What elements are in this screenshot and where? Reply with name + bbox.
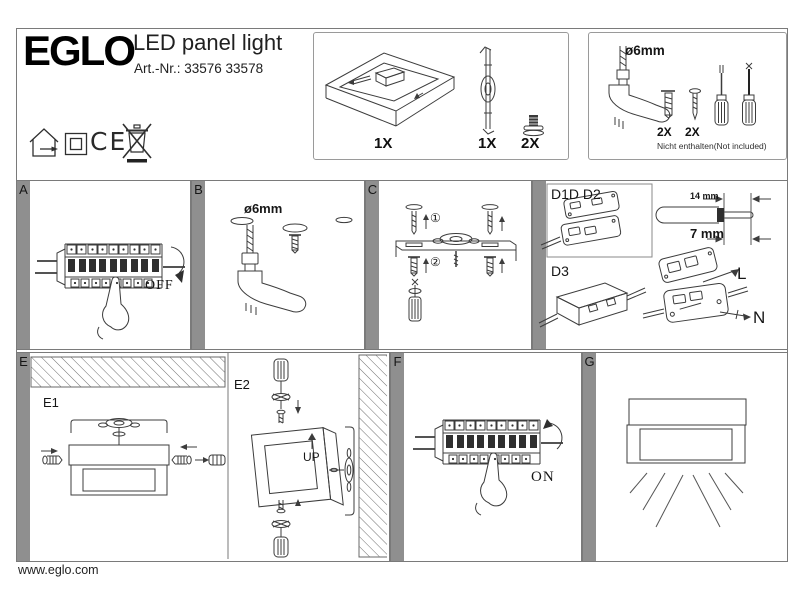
orientation-up-label: UP: [303, 450, 320, 464]
tools-drawing: [608, 46, 756, 129]
class-2-icon: [64, 132, 88, 156]
power-off-label: OFF: [145, 278, 174, 293]
step-panel-c: C: [365, 180, 532, 350]
substep-e2-label: E2: [234, 377, 250, 392]
bracket-qty: 1X: [478, 135, 497, 152]
step-c-label-bar: C: [366, 181, 379, 349]
not-included-note: Nicht enthalten(Not included): [657, 141, 767, 151]
drill-diameter-label-b: ø6mm: [244, 201, 283, 216]
indoor-use-icon: [29, 128, 59, 157]
bracket-mounting-drawing: [395, 204, 517, 322]
included-parts-box: 1X 1X 2X: [313, 32, 569, 160]
wiring-connector-drawing: [538, 183, 771, 328]
step-d-label-bar: [533, 181, 546, 349]
panel-qty: 1X: [374, 135, 393, 152]
step-e-label-bar: E: [17, 353, 30, 561]
step-c-letter: C: [367, 182, 378, 197]
step-f-label-bar: F: [391, 353, 404, 561]
step-panel-f: F ON: [390, 352, 582, 562]
step-panel-b: B ø6mm: [191, 180, 365, 350]
wire-neutral-label: N: [753, 308, 766, 327]
finished-light-drawing: [626, 398, 747, 528]
wire-live-label: L: [737, 264, 747, 283]
mounting-bracket-drawing: [479, 46, 496, 135]
drill-ceiling-drawing: [230, 216, 353, 315]
step-panel-d: D1D D2 14 mm 7 mm D3 L N: [532, 180, 788, 350]
brand-logo: EGLO: [23, 27, 136, 74]
required-tools-box: ø6mm 2X 2X Nicht enthalten(Not included): [588, 32, 787, 160]
article-number: Art.-Nr.: 33576 33578: [134, 61, 264, 76]
weee-icon: [122, 123, 152, 163]
substep-d3-label: D3: [551, 263, 569, 279]
product-title: LED panel light: [133, 30, 283, 55]
power-on-label: ON: [531, 469, 555, 485]
step-order-1: ①: [430, 211, 441, 225]
step-panel-g: G: [582, 352, 788, 562]
substep-e1-label: E1: [43, 395, 59, 410]
anchors-qty: 2X: [657, 125, 672, 139]
website-url: www.eglo.com: [18, 563, 99, 577]
step-panel-e: E: [16, 352, 390, 562]
tool-screws-qty: 2X: [685, 125, 700, 139]
step-a-letter: A: [19, 182, 28, 197]
drill-diameter-label: ø6mm: [625, 43, 665, 58]
step-panel-a: A OFF: [16, 180, 191, 350]
step-b-label-bar: B: [192, 181, 205, 349]
breaker-on-drawing: [413, 419, 563, 516]
step-order-2: ②: [430, 255, 441, 269]
screws-qty: 2X: [521, 135, 540, 152]
breaker-off-drawing: [35, 243, 185, 340]
step-g-label-bar: G: [583, 353, 596, 561]
mounting-drawing: [30, 353, 387, 559]
screw-drawing: [523, 115, 544, 137]
ce-mark: CE: [90, 127, 128, 156]
strip-length-outer: 14 mm: [690, 191, 719, 201]
step-e-letter: E: [19, 354, 28, 369]
step-a-label-bar: A: [17, 181, 30, 349]
step-f-letter: F: [393, 354, 402, 369]
substep-d1-d2-label: D1D D2: [551, 186, 601, 202]
panel-frame-drawing: [324, 52, 456, 127]
step-b-letter: B: [194, 182, 203, 197]
step-g-letter: G: [584, 354, 595, 369]
strip-length-inner: 7 mm: [690, 226, 724, 241]
